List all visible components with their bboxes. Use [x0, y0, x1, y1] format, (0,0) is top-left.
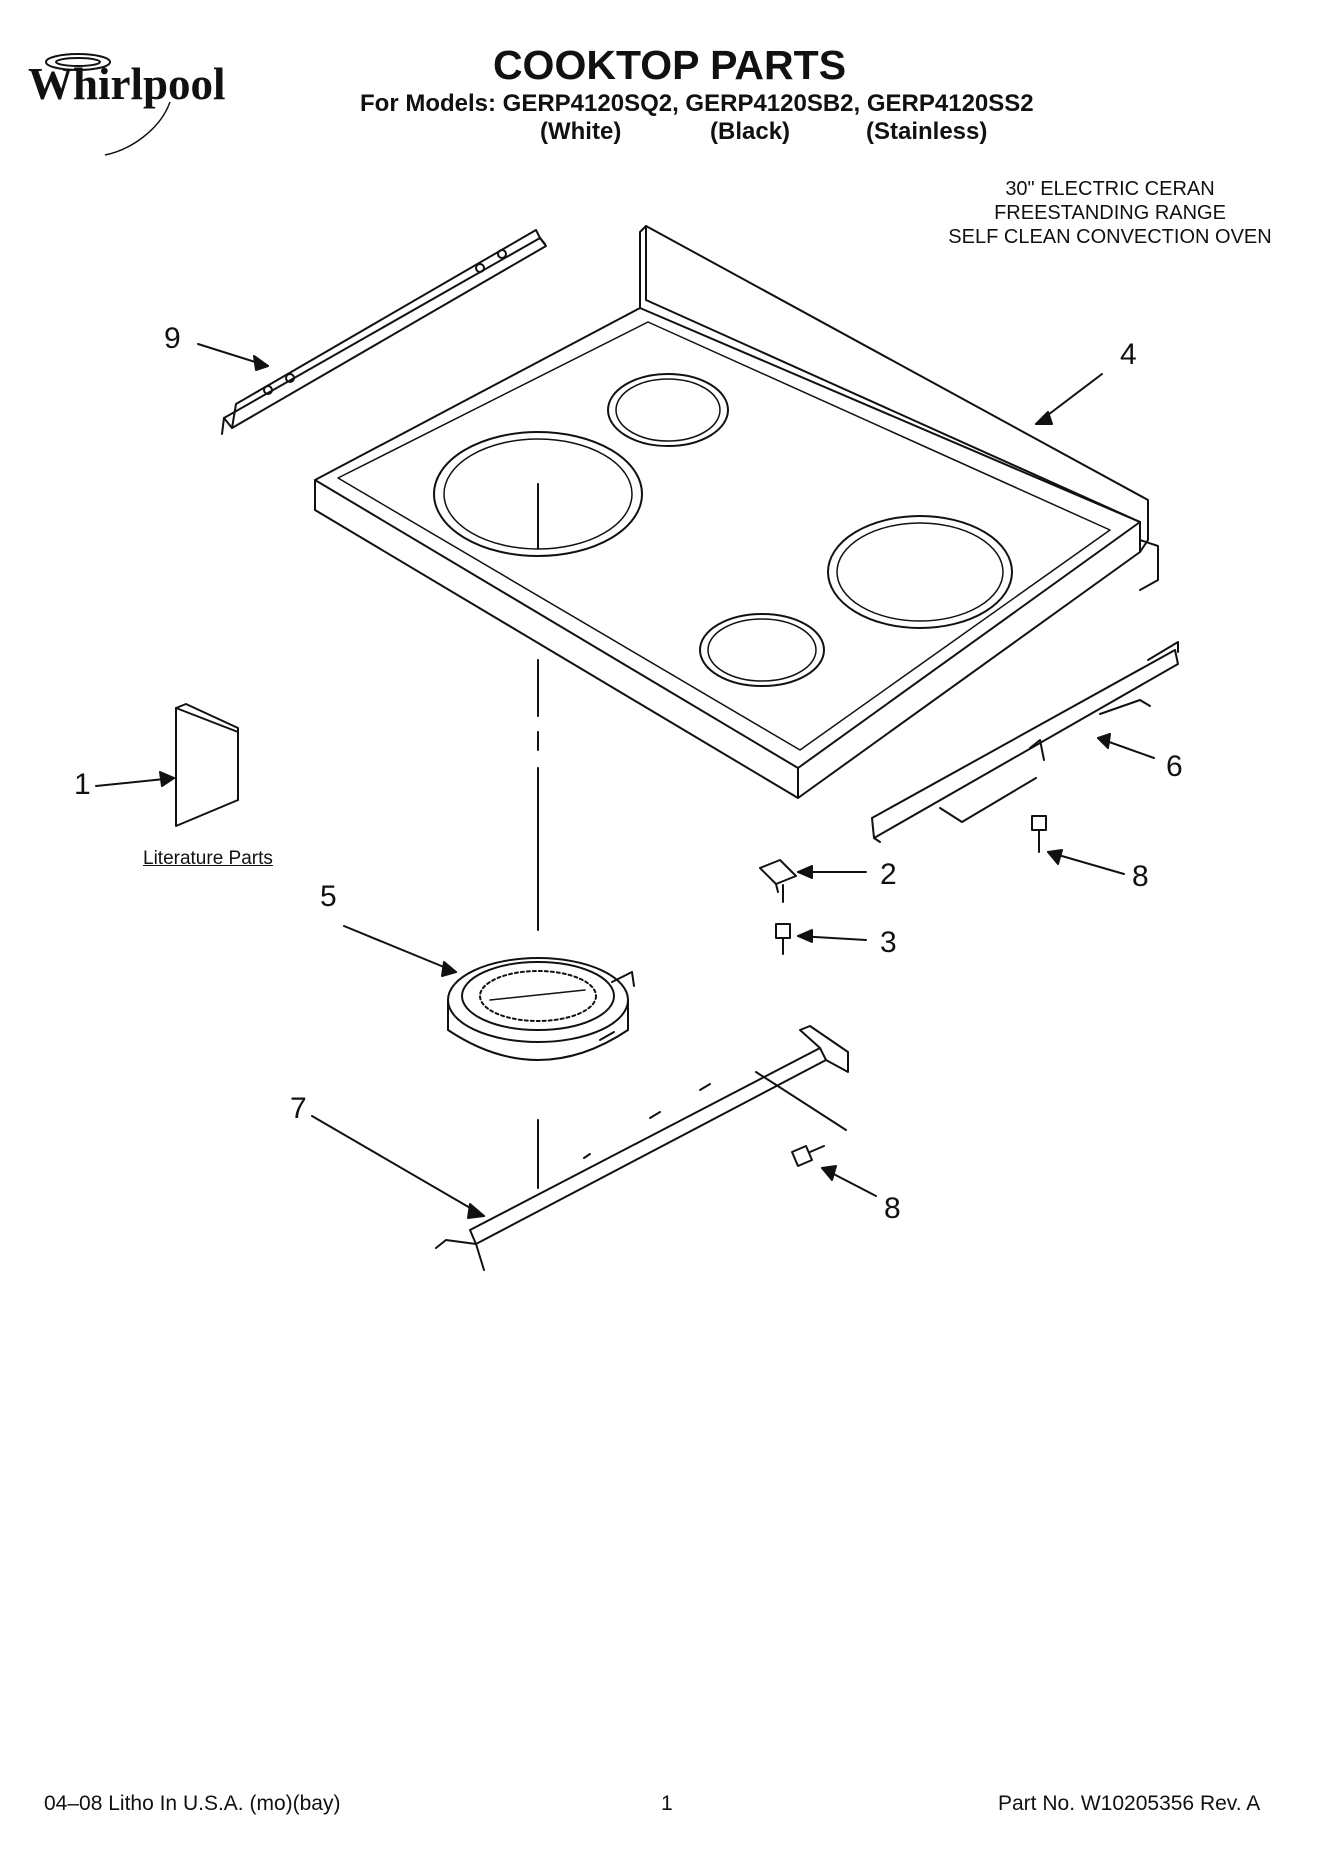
- brand-logo-text: Whirlpool: [28, 59, 226, 109]
- callout-5: 5: [320, 880, 337, 913]
- models-line: For Models: GERP4120SQ2, GERP4120SB2, GE…: [360, 90, 1034, 117]
- product-description-line: 30" ELECTRIC CERAN: [1005, 178, 1215, 200]
- callout-3: 3: [880, 926, 897, 959]
- callout-7: 7: [290, 1092, 307, 1125]
- callout-4: 4: [1120, 338, 1137, 371]
- alignment-line: [537, 483, 784, 1189]
- variant-black: (Black): [710, 118, 791, 145]
- surface-element-part: [447, 957, 635, 1061]
- callout-2: 2: [880, 858, 897, 891]
- callout-8-lower: 8: [884, 1192, 901, 1225]
- page-number: 1: [661, 1792, 673, 1815]
- lower-bracket-part: [435, 1025, 849, 1271]
- callout-leaders: [95, 343, 1155, 1219]
- callout-9: 9: [164, 322, 181, 355]
- literature-parts-label: Literature Parts: [143, 848, 273, 869]
- literature-booklet-part: [175, 703, 239, 827]
- variant-white: (White): [540, 118, 622, 145]
- clip-part: [759, 859, 797, 893]
- screw-part: [775, 923, 791, 955]
- whirlpool-logo: [45, 53, 171, 156]
- product-description-line: FREESTANDING RANGE: [994, 202, 1226, 224]
- screw-part-lower: [791, 1145, 825, 1167]
- cooktop-glass-part: [314, 225, 1159, 799]
- callout-6: 6: [1166, 750, 1183, 783]
- callout-1: 1: [74, 768, 91, 801]
- variant-stainless: (Stainless): [866, 118, 988, 145]
- part-number: Part No. W10205356 Rev. A: [998, 1792, 1261, 1815]
- callout-8-front: 8: [1132, 860, 1149, 893]
- page-title: COOKTOP PARTS: [492, 42, 847, 88]
- footer-litho-text: 04–08 Litho In U.S.A. (mo)(bay): [44, 1792, 341, 1815]
- rear-bracket-part: [221, 229, 547, 435]
- front-bracket-part: [871, 641, 1179, 843]
- screw-part-front: [1031, 815, 1047, 853]
- product-description-line: SELF CLEAN CONVECTION OVEN: [948, 226, 1272, 248]
